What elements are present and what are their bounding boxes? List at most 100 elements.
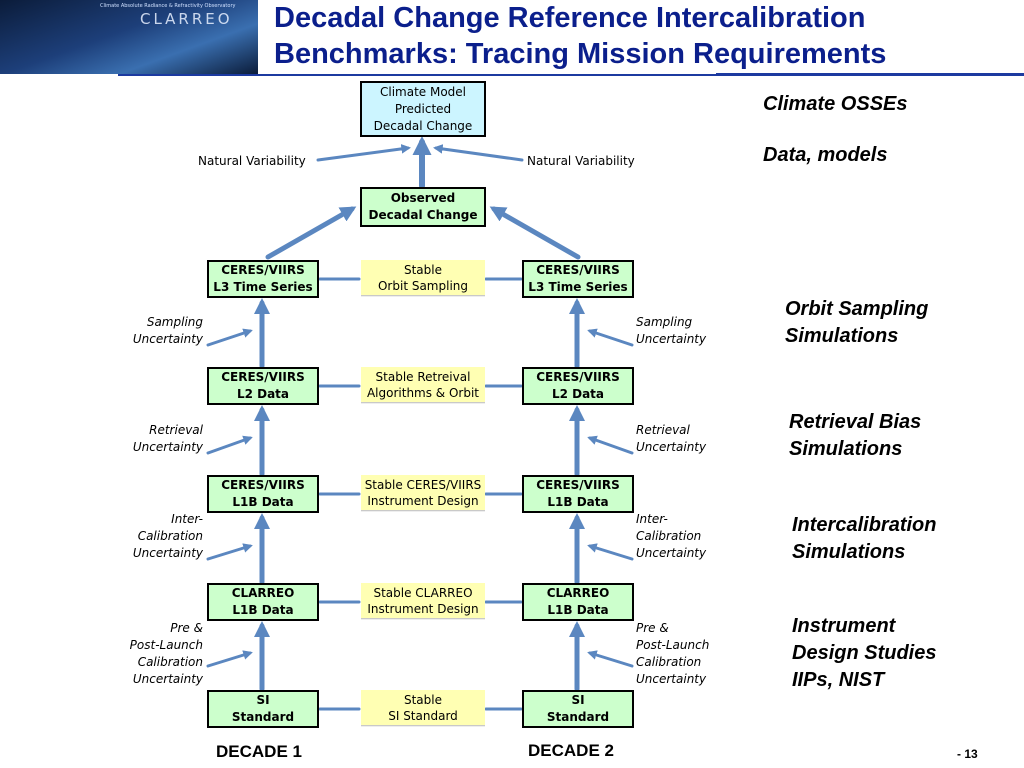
right-calibration-uncertainty-label-line-3: Calibration [636,655,702,669]
right-intercalibration-uncertainty-label-line-3: Uncertainty [636,546,707,560]
decade-2-l1b-data-box-line-1: CERES/VIIRS [536,478,620,492]
instrument-design-note-line-3: IIPs, NIST [792,669,885,691]
stable-l1b-data-box-line-2: Instrument Design [367,493,479,508]
left-intercalibration-uncertainty-label-line-3: Uncertainty [132,546,203,560]
climate-osses-note: Climate OSSEs [763,91,908,118]
clarreo-logo: Climate Absolute Radiance & Refractivity… [0,0,258,74]
right-retrieval-uncertainty-label-line-1: Retrieval [636,423,690,437]
arrow-right-uncertainty-3 [587,543,634,561]
title-line-2: Benchmarks: Tracing Mission Requirements [274,38,887,70]
arrow-natural-variability-left [316,144,411,162]
right-retrieval-uncertainty-label-line-2: Uncertainty [636,440,707,454]
climate-model-box-line-2: Predicted [394,101,452,116]
arrow-natural-variability-right [433,144,524,162]
orbit-sampling-note-line-1: Orbit Sampling [785,298,929,320]
climate-model-box-line-3: Decadal Change [373,118,473,133]
decade-2-clarreo-l1b-data-box-line-1: CLARREO [546,586,610,600]
page-title: Decadal Change Reference Intercalibratio… [274,0,886,72]
climate-osses-note-line-1: Climate OSSEs [763,93,908,115]
decade-1-label: DECADE 1 [216,742,302,761]
decade-2-l2-data-box-line-1: CERES/VIIRS [536,370,620,384]
stable-l2-data-box-line-2: Algorithms & Orbit [366,385,480,400]
left-sampling-uncertainty-label-line-2: Uncertainty [132,332,203,346]
left-calibration-uncertainty-label-line-3: Calibration [137,655,203,669]
arrow-left-uncertainty-4 [206,650,253,668]
natural-variability-right: Natural Variability [527,154,635,168]
retrieval-bias-note-line-2: Simulations [789,438,903,460]
natural-variability-left: Natural Variability [198,154,306,168]
retrieval-bias-note-line-1: Retrieval Bias [789,411,922,433]
observed-decadal-change-box-line-2: Decadal Change [368,208,478,222]
data-models-note-line-1: Data, models [763,144,888,166]
instrument-design-note-line-1: Instrument [792,615,896,637]
arrow-left-uncertainty-3 [206,543,253,561]
stable-si-standard-box-line-2: SI Standard [388,708,458,723]
logo-name: CLARREO [140,10,233,28]
right-calibration-uncertainty-label-line-4: Uncertainty [636,672,707,686]
decade-1-si-standard-box-line-1: SI [256,693,270,707]
arrow-left-uncertainty-2 [206,435,253,455]
stable-l1b-data-box-line-1: Stable CERES/VIIRS [364,477,482,492]
intercalibration-note-line-1: Intercalibration [792,514,937,536]
stable-clarreo-l1b-data-box-line-1: Stable CLARREO [373,585,473,600]
climate-model-box-line-1: Climate Model [379,84,467,99]
left-sampling-uncertainty-label-line-1: Sampling [146,315,203,329]
arrow-decade-2-to-observed [489,206,581,260]
decade-1-l3-time-series-box-line-1: CERES/VIIRS [221,263,305,277]
decade-1-clarreo-l1b-data-box-line-1: CLARREO [231,586,295,600]
arrow-decade-1-to-observed [265,206,357,260]
orbit-sampling-note-line-2: Simulations [785,325,899,347]
stable-l2-data-box-line-1: Stable Retreival [375,369,471,384]
data-models-note: Data, models [763,142,887,169]
decade-2-l1b-data-box-line-2: L1B Data [547,495,609,509]
left-calibration-uncertainty-label-line-2: Post-Launch [129,638,203,652]
arrow-right-uncertainty-2 [587,435,634,455]
left-intercalibration-uncertainty-label-line-2: Calibration [137,529,203,543]
stable-l3-time-series-box-line-1: Stable [403,262,442,277]
observed-decadal-change-box-line-1: Observed [390,191,456,205]
left-retrieval-uncertainty-label-line-2: Uncertainty [132,440,203,454]
decade-2-l1b-data-box: CERES/VIIRS L1B Data [522,475,634,513]
right-sampling-uncertainty-label-line-1: Sampling [636,315,693,329]
title-underline [0,73,1024,76]
right-intercalibration-uncertainty-label-line-1: Inter- [636,512,668,526]
decade-1-l2-data-box-line-2: L2 Data [236,387,290,401]
stable-clarreo-l1b-data-box-line-2: Instrument Design [367,601,479,616]
right-calibration-uncertainty-label-line-2: Post-Launch [636,638,710,652]
arrow-left-uncertainty-1 [206,328,253,347]
decade-1-l2-data-box: CERES/VIIRS L2 Data [207,367,319,405]
decade-2-label: DECADE 2 [528,741,614,760]
decade-1-l1b-data-box-line-1: CERES/VIIRS [221,478,305,492]
logo-caption: Climate Absolute Radiance & Refractivity… [100,3,236,9]
intercalibration-note-line-2: Simulations [792,541,906,563]
decade-1-l2-data-box-line-1: CERES/VIIRS [221,370,305,384]
stable-si-standard-box-line-1: Stable [403,692,442,707]
right-intercalibration-uncertainty-label-line-2: Calibration [636,529,702,543]
title-line-1: Decadal Change Reference Intercalibratio… [274,2,866,34]
arrow-right-uncertainty-4 [587,650,634,668]
